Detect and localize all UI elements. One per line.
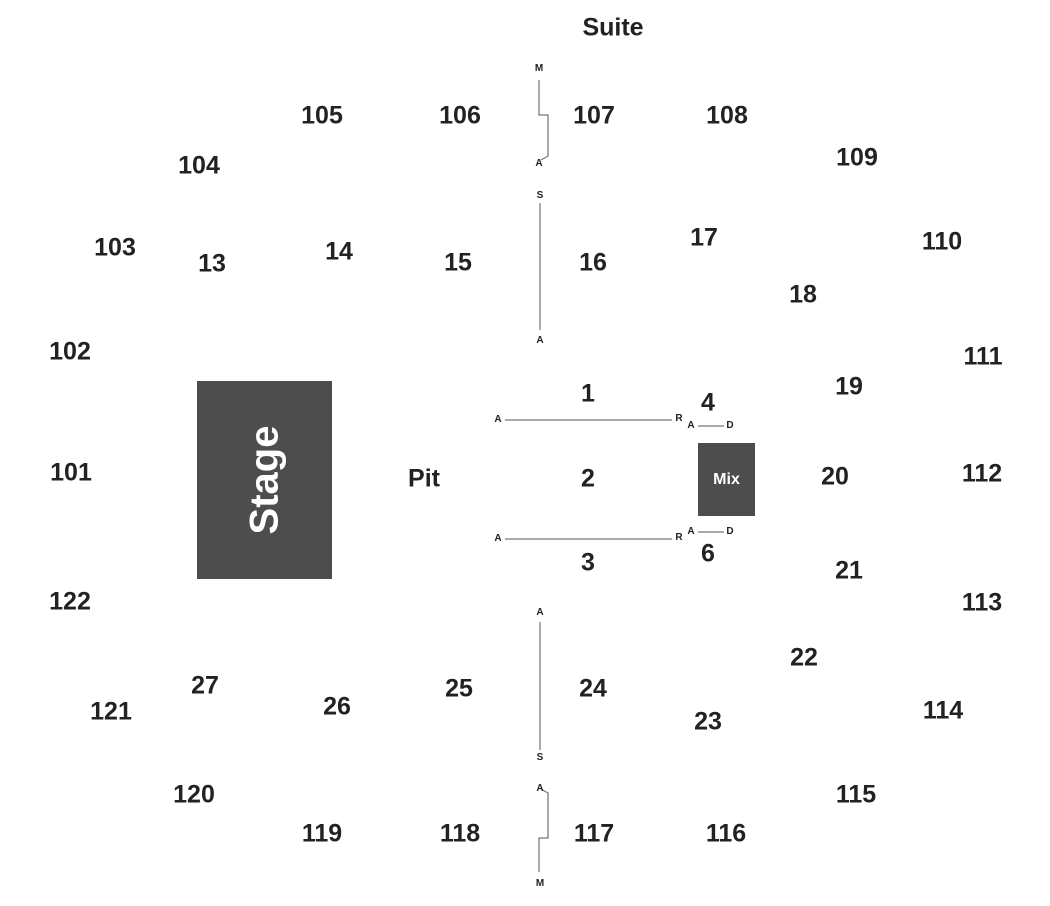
section-102[interactable]: 102: [49, 337, 91, 366]
suite-label: Suite: [582, 13, 644, 42]
section-20[interactable]: 20: [821, 462, 849, 491]
section-107[interactable]: 107: [573, 101, 615, 130]
row-label-upper-a: A: [536, 335, 544, 346]
section-101[interactable]: 101: [50, 458, 92, 487]
section-112[interactable]: 112: [961, 459, 1003, 488]
section-117[interactable]: 117: [573, 819, 615, 848]
stage: Stage: [197, 381, 332, 579]
mix-booth: Mix: [698, 443, 755, 516]
section-119[interactable]: 119: [301, 819, 343, 848]
section-3[interactable]: 3: [581, 548, 595, 577]
row-label-top-a: A: [535, 158, 543, 169]
stage-label: Stage: [242, 425, 286, 535]
section-108[interactable]: 108: [706, 101, 748, 130]
section-111[interactable]: 111: [963, 342, 1003, 371]
row-label-top-m: M: [534, 63, 544, 74]
section-103[interactable]: 103: [94, 233, 136, 262]
section-6[interactable]: 6: [701, 539, 715, 568]
section-1[interactable]: 1: [581, 379, 595, 408]
row-label-bottom-m: M: [535, 878, 545, 889]
row-label-4-d: D: [726, 420, 734, 431]
section-116[interactable]: 116: [705, 819, 747, 848]
section-105[interactable]: 105: [301, 101, 343, 130]
section-26[interactable]: 26: [323, 692, 351, 721]
section-22[interactable]: 22: [790, 643, 818, 672]
top-bracket-line: [538, 80, 549, 161]
section-104[interactable]: 104: [178, 151, 220, 180]
section-21[interactable]: 21: [835, 556, 863, 585]
section-19[interactable]: 19: [835, 372, 863, 401]
section-110[interactable]: 110: [921, 227, 963, 256]
section-114[interactable]: 114: [922, 696, 964, 725]
row-label-upper-s: S: [536, 190, 544, 201]
row-label-6-d: D: [726, 526, 734, 537]
mix-label: Mix: [713, 470, 740, 488]
section-120[interactable]: 120: [173, 780, 215, 809]
section-13[interactable]: 13: [198, 249, 226, 278]
pit-label: Pit: [408, 464, 440, 493]
row-label-lower-a: A: [536, 607, 544, 618]
section-121[interactable]: 121: [90, 697, 132, 726]
section-14[interactable]: 14: [325, 237, 353, 266]
bottom-bracket-line: [538, 788, 549, 872]
row-label-4-a: A: [687, 420, 695, 431]
section-25[interactable]: 25: [445, 674, 473, 703]
section-24[interactable]: 24: [579, 674, 607, 703]
row-label-lower-s: S: [536, 752, 544, 763]
row-label-bottom-a: A: [536, 783, 544, 794]
section-122[interactable]: 122: [49, 587, 91, 616]
section-109[interactable]: 109: [836, 143, 878, 172]
row-label-3-a: A: [494, 533, 502, 544]
row-label-6-a: A: [687, 526, 695, 537]
row-label-1-a: A: [494, 414, 502, 425]
row-label-3-r: R: [675, 532, 683, 543]
section-15[interactable]: 15: [444, 248, 472, 277]
section-118[interactable]: 118: [439, 819, 481, 848]
section-23[interactable]: 23: [694, 707, 722, 736]
section-2[interactable]: 2: [581, 464, 595, 493]
section-16[interactable]: 16: [579, 248, 607, 277]
section-27[interactable]: 27: [191, 671, 219, 700]
section-113[interactable]: 113: [961, 588, 1003, 617]
section-17[interactable]: 17: [690, 223, 718, 252]
section-115[interactable]: 115: [835, 780, 877, 809]
section-4[interactable]: 4: [701, 388, 715, 417]
section-106[interactable]: 106: [439, 101, 481, 130]
section-18[interactable]: 18: [789, 280, 817, 309]
row-label-1-r: R: [675, 413, 683, 424]
